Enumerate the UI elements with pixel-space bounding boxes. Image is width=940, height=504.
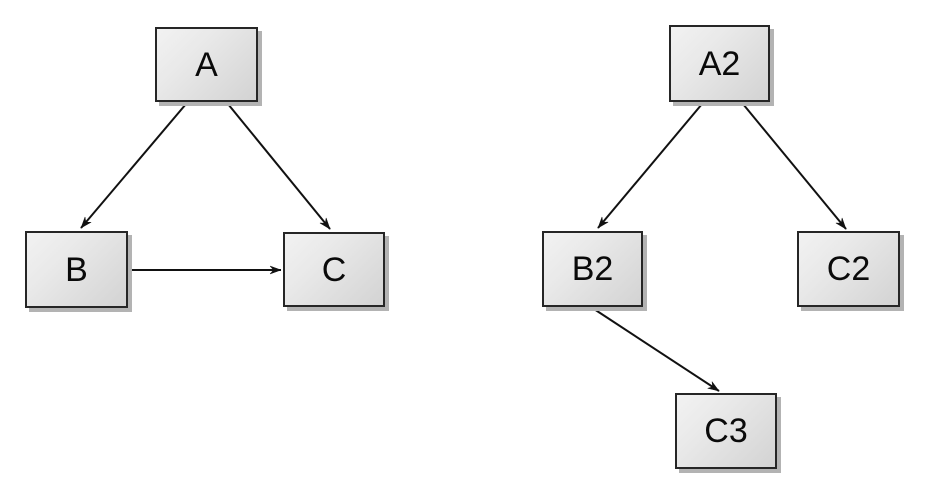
node-A2: A2	[669, 25, 770, 102]
node-label-C2: C2	[826, 250, 871, 288]
node-B2: B2	[542, 231, 643, 307]
node-B: B	[25, 231, 128, 308]
edges-group	[80, 103, 847, 392]
edge-A-B	[80, 103, 187, 229]
node-C2: C2	[797, 231, 900, 307]
node-label-C3: C3	[704, 412, 748, 450]
edge-A2-C2	[742, 103, 847, 230]
node-C: C	[283, 232, 385, 307]
node-A: A	[155, 27, 258, 102]
node-label-A: A	[195, 45, 218, 84]
node-label-A2: A2	[698, 44, 741, 83]
node-label-B: B	[65, 250, 88, 289]
edge-B2-C3	[593, 308, 720, 392]
node-label-C: C	[321, 250, 347, 289]
node-label-B2: B2	[571, 250, 614, 288]
edge-A2-B2	[597, 103, 703, 229]
node-C3: C3	[675, 393, 777, 469]
edge-A-C	[227, 103, 331, 230]
